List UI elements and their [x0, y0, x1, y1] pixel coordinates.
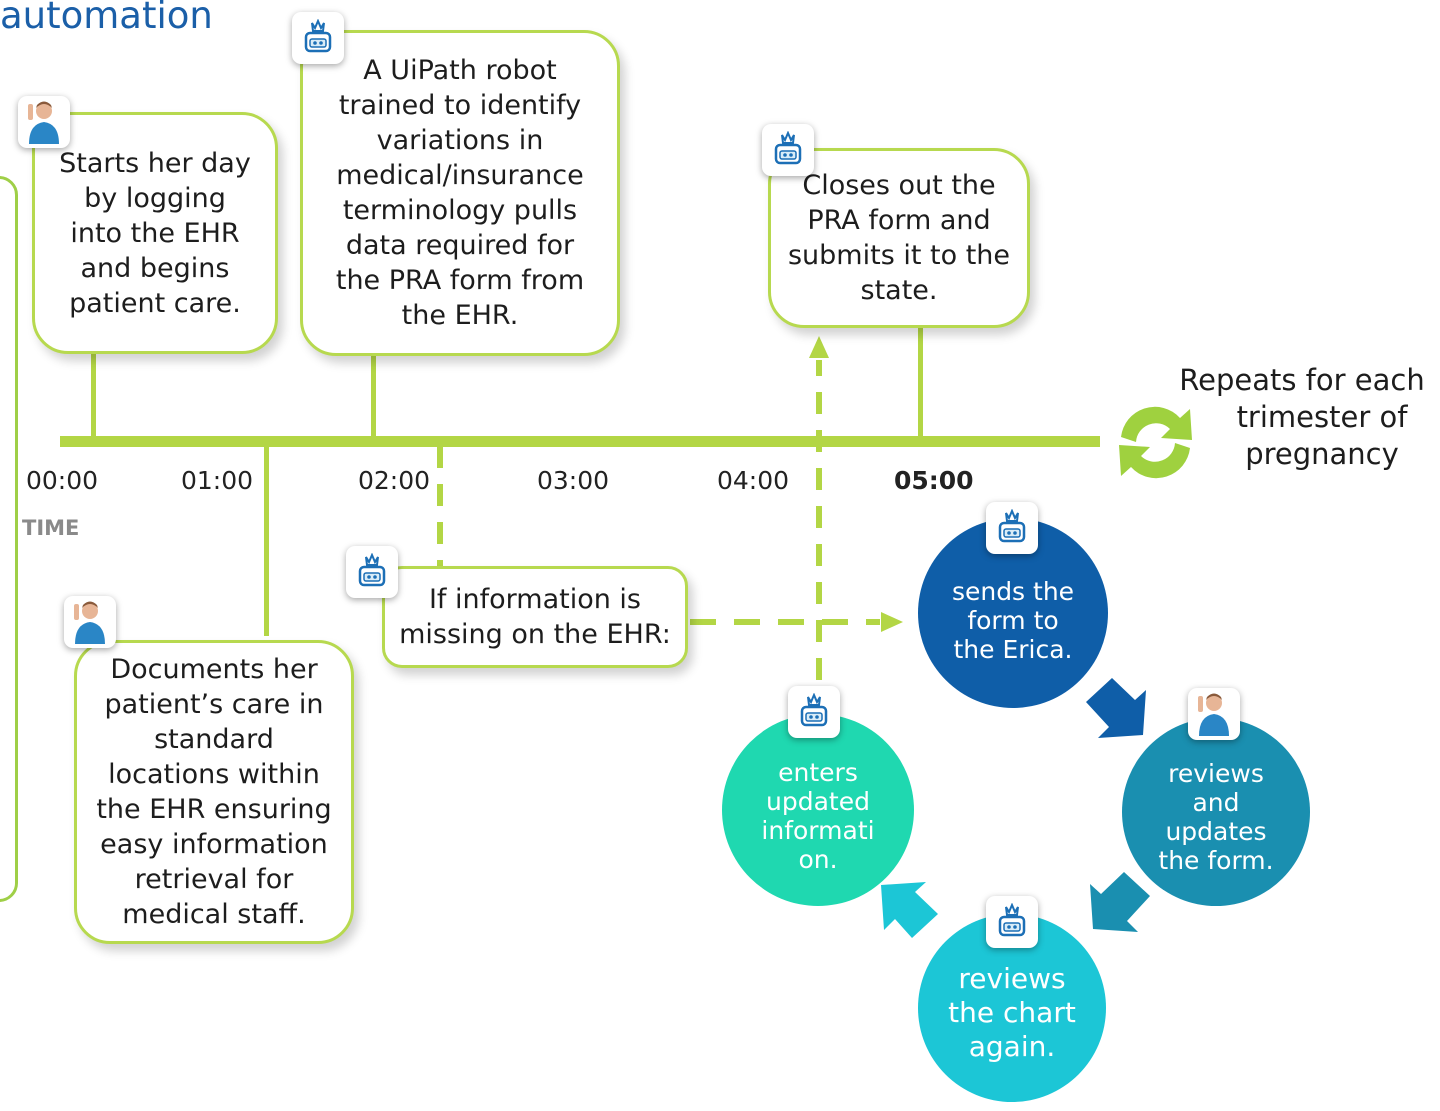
card-line: the EHR.: [401, 300, 519, 331]
card-line: medical/insurance: [336, 160, 584, 191]
card-line: PRA form and: [807, 205, 991, 236]
tick-label-0: 00:00: [26, 466, 99, 495]
card-line: state.: [860, 275, 938, 306]
dashed-arrow-head: [881, 612, 903, 632]
robot-icon: [788, 686, 840, 738]
card-line: A UiPath robot: [363, 55, 557, 86]
nurse-avatar-icon: [1188, 688, 1240, 740]
tick-label-2: 02:00: [358, 466, 431, 495]
arrow-sends-to-reviews: [1086, 678, 1146, 738]
circle-line: the form.: [1158, 846, 1274, 875]
card-line: by logging: [84, 182, 226, 214]
card-line: Closes out the: [802, 170, 996, 201]
page-title: automation: [0, 0, 213, 37]
nurse-avatar-icon: [64, 596, 116, 648]
card-robot-pulls: A UiPath robot trained to identify varia…: [300, 30, 620, 356]
robot-icon: [986, 896, 1038, 948]
card-line: data required for: [345, 230, 575, 261]
tick-label-4: 04:00: [717, 466, 790, 495]
card-line: Starts her day: [59, 147, 251, 179]
circle-line: the chart: [948, 996, 1076, 1029]
connector-starts-day: [91, 350, 96, 440]
circle-line: again.: [968, 1030, 1056, 1063]
connector-closes-out: [918, 326, 923, 440]
dashed-arrow-up-head: [809, 336, 829, 358]
card-line: retrieval for: [134, 864, 294, 895]
circle-line: updates: [1165, 817, 1267, 846]
card-line: and begins: [80, 252, 230, 284]
card-line: easy information: [100, 829, 328, 860]
card-line: trained to identify: [338, 90, 582, 121]
arrow-chart-to-enters: [881, 882, 938, 938]
robot-icon: [292, 12, 344, 64]
circle-line: the Erica.: [953, 634, 1073, 664]
card-line: submits it to the: [787, 240, 1011, 271]
arrow-reviews-to-chart: [1090, 872, 1150, 932]
robot-icon: [762, 124, 814, 176]
repeat-line: Repeats for each: [1179, 363, 1425, 397]
robot-icon: [346, 546, 398, 598]
card-line: missing on the EHR:: [399, 619, 671, 650]
circle-line: form to: [967, 605, 1059, 635]
circle-line: sends the: [951, 576, 1075, 606]
card-missing-info: If information is missing on the EHR:: [382, 566, 688, 668]
card-line: into the EHR: [70, 217, 240, 249]
card-line: patient’s care in: [104, 689, 324, 720]
card-closes-out: Closes out the PRA form and submits it t…: [768, 148, 1030, 328]
card-line: variations in: [376, 125, 544, 156]
card-line: the EHR ensuring: [96, 794, 332, 825]
connector-documents: [264, 444, 269, 636]
cycle-enters-info: enters updated informati on.: [722, 714, 914, 906]
card-line: patient care.: [69, 287, 241, 319]
robot-icon: [986, 502, 1038, 554]
nurse-avatar-icon: [18, 96, 70, 148]
timeline-bar: [60, 436, 1100, 447]
refresh-cycle-icon: [1119, 406, 1192, 479]
connector-robot-pulls: [371, 352, 376, 440]
circle-line: updated: [766, 787, 870, 816]
card-documents: Documents her patient’s care in standard…: [74, 640, 354, 944]
repeat-note: Repeats for each trimester of pregnancy: [1162, 362, 1440, 473]
tick-label-5: 05:00: [894, 466, 974, 495]
tick-label-1: 01:00: [181, 466, 254, 495]
circle-line: reviews: [1168, 759, 1264, 788]
card-line: terminology pulls: [342, 195, 578, 226]
card-line: medical staff.: [122, 899, 306, 930]
repeat-line: pregnancy: [1245, 437, 1399, 471]
circle-line: reviews: [958, 962, 1066, 995]
circle-line: informati: [761, 816, 875, 845]
circle-line: enters: [778, 758, 858, 787]
card-line: Documents her: [110, 654, 318, 685]
card-line: If information is: [428, 584, 642, 615]
card-line: standard: [154, 724, 274, 755]
card-line: the PRA form from: [335, 265, 585, 296]
repeat-line: trimester of: [1236, 400, 1408, 434]
card-starts-day: Starts her day by logging into the EHR a…: [32, 112, 278, 354]
card-line: locations within: [108, 759, 320, 790]
circle-line: on.: [798, 845, 838, 874]
circle-line: and: [1192, 788, 1240, 817]
cycle-reviews-updates: reviews and updates the form.: [1122, 718, 1310, 906]
tick-label-3: 03:00: [537, 466, 610, 495]
axis-label-time: TIME: [22, 516, 80, 540]
